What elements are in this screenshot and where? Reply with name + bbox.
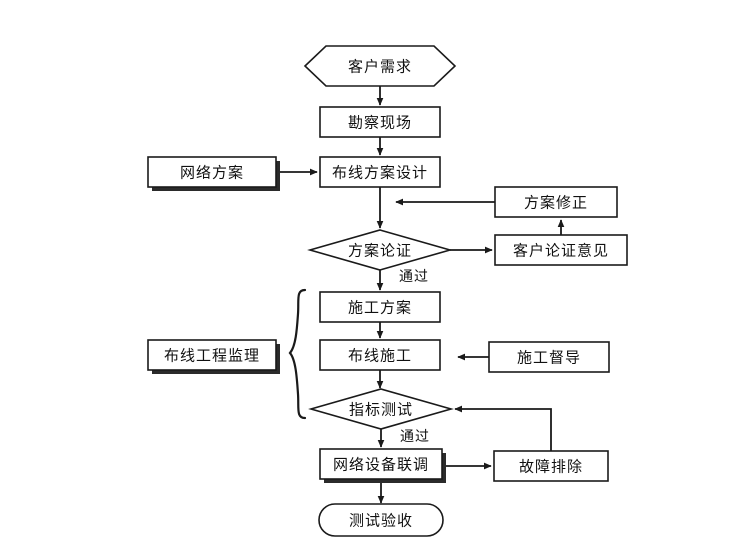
node-label: 方案修正 (524, 194, 588, 212)
edge-fault-metrictest (454, 405, 552, 451)
edge-label-pass-test: 通过 (400, 429, 430, 445)
node-shape-rect (147, 156, 277, 188)
node-label: 故障排除 (519, 458, 583, 476)
node-fault_clearing[interactable]: 故障排除 (493, 450, 609, 482)
node-label: 施工方案 (348, 299, 412, 317)
node-label: 测试验收 (349, 512, 413, 530)
node-label: 客户论证意见 (513, 242, 609, 260)
node-customer_opinion[interactable]: 客户论证意见 (494, 234, 628, 266)
node-network_plan[interactable]: 网络方案 (147, 156, 280, 191)
node-label: 方案论证 (348, 242, 412, 260)
edge-label-pass-review: 通过 (399, 269, 429, 285)
node-plan_review[interactable]: 方案论证 (307, 229, 453, 271)
node-label: 布线施工 (348, 347, 412, 365)
node-shape-diamond (307, 229, 453, 271)
node-shape-rect (494, 186, 618, 218)
node-label: 网络方案 (180, 164, 244, 182)
node-shape-rect (319, 448, 443, 480)
node-metric_test[interactable]: 指标测试 (308, 388, 454, 430)
node-customer_requirement[interactable]: 客户需求 (303, 45, 457, 87)
node-shape-diamond (308, 388, 454, 430)
node-shape-rect (493, 450, 609, 482)
node-supervision[interactable]: 布线工程监理 (147, 339, 280, 374)
node-shape-rect (488, 341, 610, 373)
node-site_survey[interactable]: 勘察现场 (319, 106, 441, 138)
node-device_commission[interactable]: 网络设备联调 (319, 448, 446, 483)
node-label: 勘察现场 (348, 114, 412, 132)
node-shape-rect (147, 339, 277, 371)
node-shape-stadium (318, 503, 444, 537)
node-shape-hexagon (303, 45, 457, 87)
node-label: 布线方案设计 (332, 164, 428, 182)
node-plan_revision[interactable]: 方案修正 (494, 186, 618, 218)
node-test_acceptance[interactable]: 测试验收 (318, 503, 444, 537)
node-shape-rect (494, 234, 628, 266)
node-shape-rect (319, 106, 441, 138)
node-label: 网络设备联调 (333, 456, 429, 474)
edges-layer (276, 86, 565, 504)
node-shape-rect (319, 339, 441, 371)
node-label: 布线工程监理 (164, 347, 260, 365)
node-shape-rect (319, 156, 441, 188)
node-work_supervision[interactable]: 施工督导 (488, 341, 610, 373)
node-cabling_design[interactable]: 布线方案设计 (319, 156, 441, 188)
node-label: 施工督导 (517, 349, 581, 367)
node-cabling_work[interactable]: 布线施工 (319, 339, 441, 371)
node-label: 指标测试 (349, 401, 413, 419)
node-shape-rect (319, 291, 441, 323)
node-label: 客户需求 (348, 58, 412, 76)
node-construction_plan[interactable]: 施工方案 (319, 291, 441, 323)
supervision-brace (288, 288, 307, 420)
